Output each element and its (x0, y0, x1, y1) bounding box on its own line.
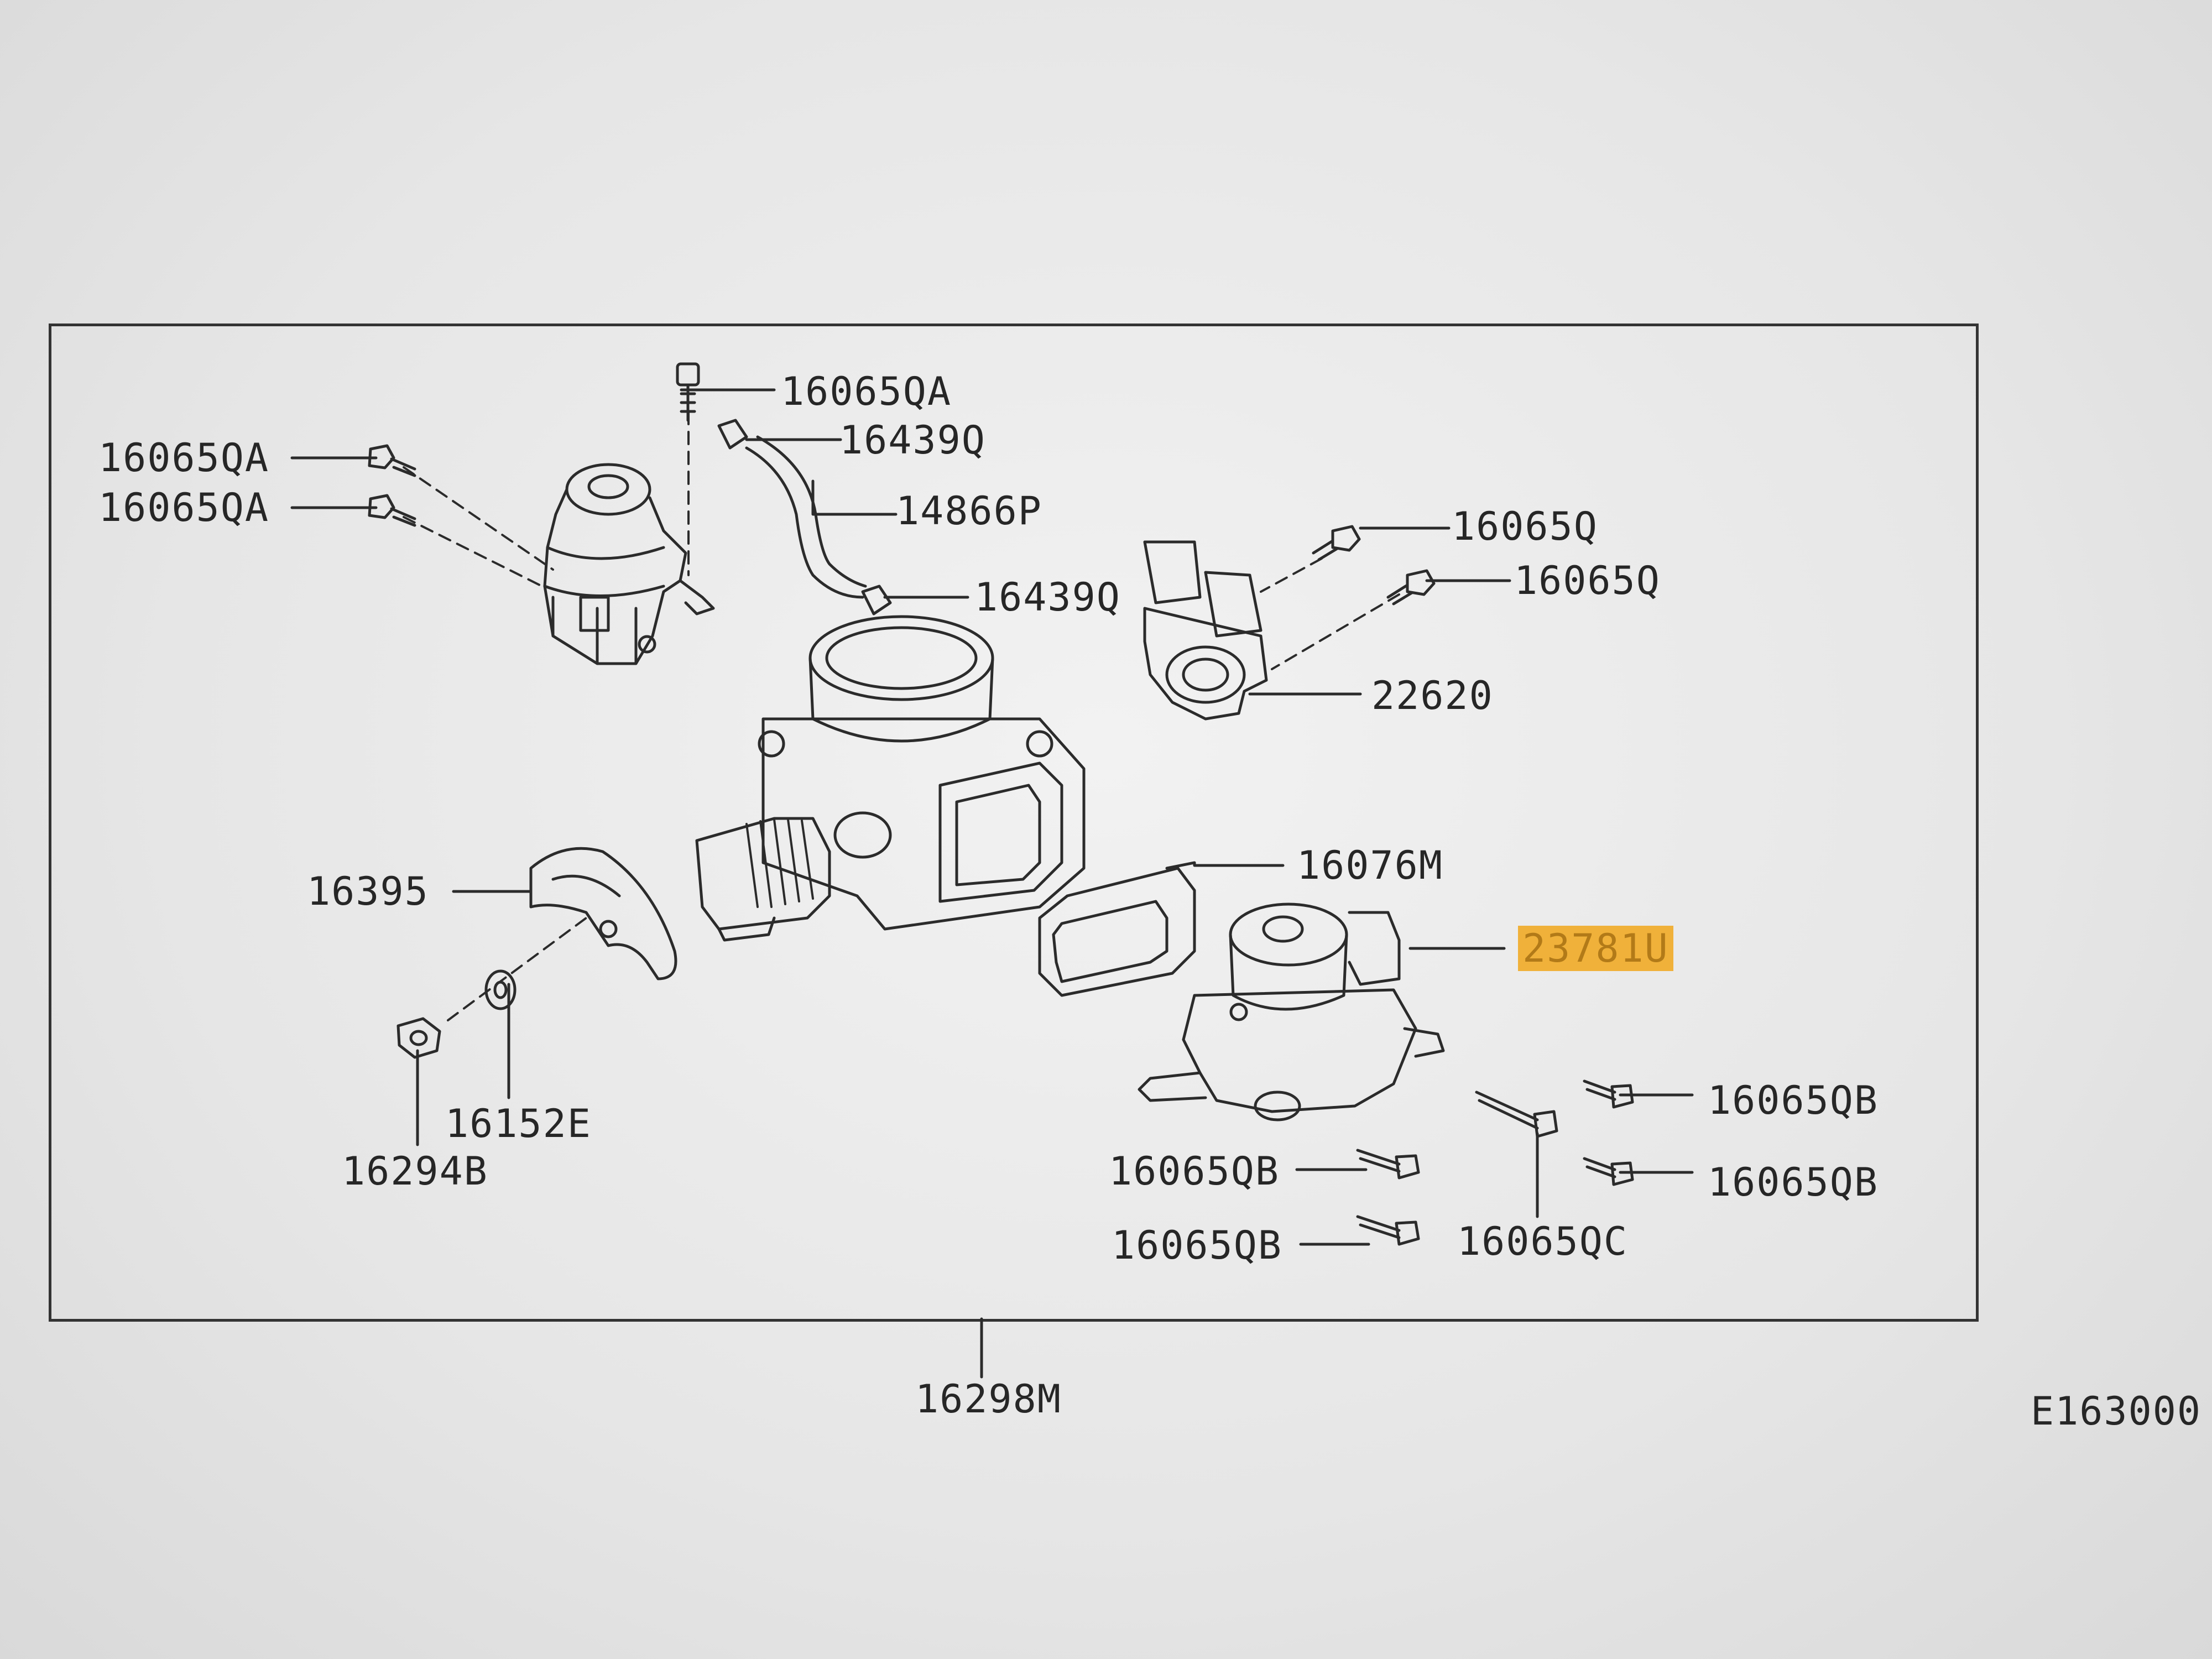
label-16439q-upper: 16439Q (839, 418, 986, 463)
label-16065qb-4: 16065QB (1708, 1160, 1879, 1205)
tps-bolt-1 (1312, 525, 1361, 561)
label-16294b: 16294B (342, 1149, 488, 1194)
tps-bolt-2 (1386, 569, 1436, 606)
hose-clamps (717, 419, 892, 615)
gasket (1038, 867, 1196, 997)
screw-qb-4 (1583, 1157, 1634, 1186)
idle-air-control-valve (1138, 902, 1445, 1121)
throttle-position-sensor (1143, 540, 1268, 721)
screw-qb-1 (1356, 1149, 1420, 1180)
bolt-top (676, 362, 700, 422)
label-16439q-lower: 16439Q (974, 575, 1121, 620)
label-16065qb-2: 16065QB (1112, 1223, 1283, 1268)
label-16395: 16395 (307, 869, 429, 914)
label-16152e: 16152E (445, 1101, 592, 1146)
label-22620: 22620 (1371, 673, 1494, 718)
diagram-reference-code: E163000 (2031, 1389, 2202, 1434)
assembly-frame (49, 324, 1979, 1322)
throttle-body (695, 615, 1086, 942)
washer (484, 969, 517, 1010)
label-16065qb-3: 16065QB (1708, 1078, 1879, 1123)
throttle-lever (529, 847, 677, 980)
screw-qc (1475, 1091, 1558, 1138)
label-16065qb-1: 16065QB (1109, 1149, 1280, 1194)
label-16065qa-top: 16065QA (781, 369, 952, 414)
label-16065qc: 16065QC (1457, 1219, 1629, 1264)
label-14866p: 14866P (896, 488, 1042, 534)
label-16065qa-left-2: 16065QA (98, 485, 270, 530)
screw-qb-2 (1356, 1215, 1420, 1246)
bolt-left-1 (368, 444, 416, 477)
label-23781u-highlighted: 23781U (1518, 926, 1673, 971)
label-16065q-2: 16065Q (1514, 558, 1661, 603)
label-16065q-1: 16065Q (1452, 504, 1598, 549)
bolt-left-2 (368, 494, 416, 527)
aux-air-valve (543, 463, 715, 665)
label-16065qa-left-1: 16065QA (98, 435, 270, 481)
assembly-dashes (403, 411, 1400, 1021)
screw-qb-3 (1583, 1079, 1634, 1109)
label-16298m-assembly: 16298M (915, 1376, 1062, 1422)
label-16076m: 16076M (1297, 843, 1443, 888)
nut (397, 1017, 441, 1059)
